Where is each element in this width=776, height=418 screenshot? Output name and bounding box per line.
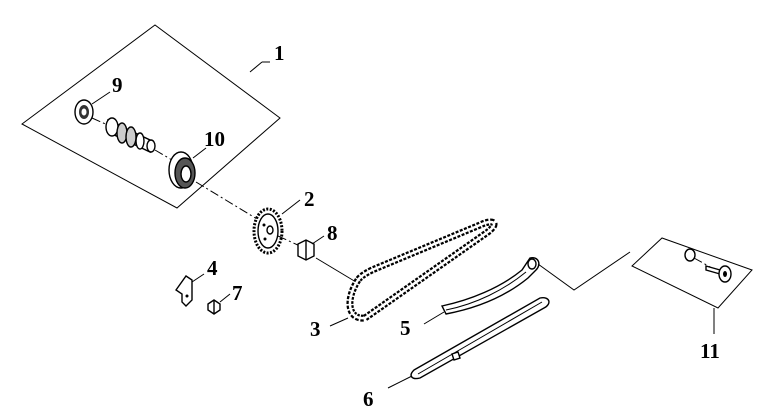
leader-line-6 — [387, 375, 413, 389]
callout-6: 6 — [363, 387, 374, 411]
callout-8: 8 — [327, 221, 338, 245]
bearing-9 — [74, 99, 94, 125]
callout-3: 3 — [310, 317, 321, 341]
callout-2: 2 — [304, 187, 315, 211]
bracket-4 — [175, 275, 193, 307]
callout-5: 5 — [400, 316, 411, 340]
callout-7: 7 — [232, 281, 243, 305]
cam-sprocket-2 — [252, 207, 284, 255]
axis-line-upper — [195, 181, 263, 223]
leader-line-10 — [192, 147, 207, 159]
leader-line-7 — [219, 293, 231, 303]
camshaft — [91, 117, 173, 161]
axis-line-lower — [315, 257, 357, 283]
leader-line-5 — [423, 311, 445, 325]
cam-chain-3 — [346, 218, 498, 322]
callout-4: 4 — [207, 256, 218, 280]
leader-line-9 — [91, 91, 111, 105]
bolt-7 — [207, 299, 221, 315]
callout-9: 9 — [112, 73, 123, 97]
leader-line-1 — [249, 61, 263, 73]
callout-11: 11 — [700, 339, 720, 363]
assembly-box-1 — [21, 24, 281, 209]
leader-line-2 — [281, 199, 301, 215]
chain-guide-6 — [410, 296, 550, 380]
bearing-10 — [168, 151, 196, 189]
tensioner-guide-5 — [440, 256, 540, 315]
leader-line-4 — [191, 273, 205, 283]
leader-line-3 — [329, 317, 349, 327]
o-ring-11 — [684, 248, 696, 262]
assembly-box-11 — [631, 237, 753, 309]
tensioner-bolt-11 — [693, 257, 732, 283]
callout-1: 1 — [274, 41, 285, 65]
leader-line-8 — [311, 235, 325, 245]
callout-10: 10 — [204, 127, 225, 151]
connector-line-11 — [537, 251, 631, 291]
bolt-8 — [277, 235, 315, 261]
